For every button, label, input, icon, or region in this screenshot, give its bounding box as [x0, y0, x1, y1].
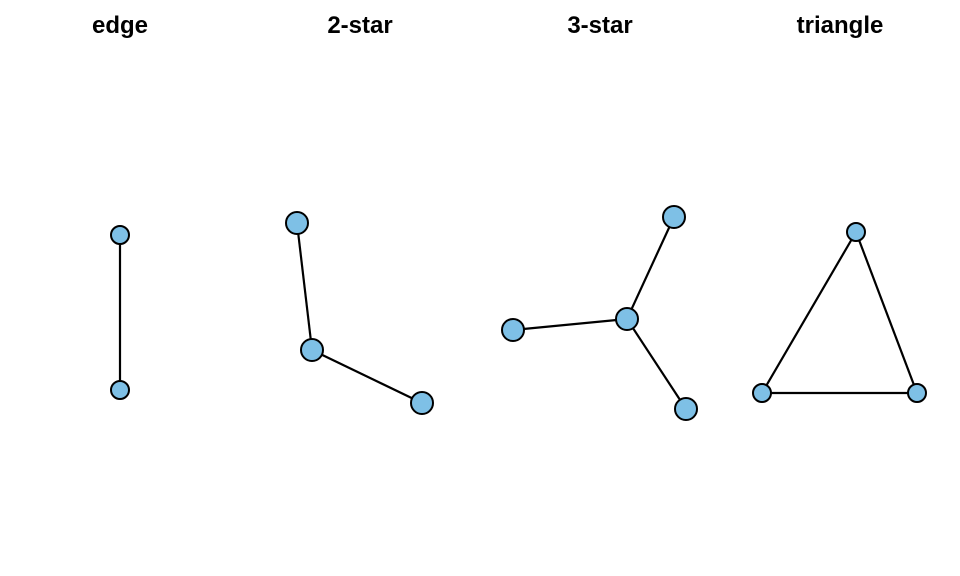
graph-triangle [752, 222, 927, 403]
panel-3-star: 3-star [480, 0, 720, 576]
graph-edge [110, 225, 130, 400]
panel-title-triangle: triangle [796, 12, 884, 39]
panel-edge: edge [0, 0, 240, 576]
panel-2-star: 2-star [240, 0, 480, 576]
edge-line [626, 318, 687, 410]
panel-title-edge: edge [91, 12, 148, 39]
graph-node [662, 205, 686, 229]
graph-2-star [285, 211, 434, 415]
graph-3-star [501, 205, 698, 421]
graph-node [907, 383, 927, 403]
graph-node [501, 318, 525, 342]
graph-node [110, 225, 130, 245]
edge-line [311, 349, 423, 404]
graph-node [615, 307, 639, 331]
edge-line [626, 216, 675, 320]
edge-line [761, 231, 857, 394]
graph-node [752, 383, 772, 403]
panel-title-2-star: 2-star [327, 12, 393, 39]
graph-node [674, 397, 698, 421]
panel-triangle: triangle [720, 0, 960, 576]
edge-line [295, 222, 314, 351]
graph-node [846, 222, 866, 242]
edge-line [854, 231, 919, 394]
graph-node [410, 391, 434, 415]
graph-node [285, 211, 309, 235]
panel-title-3-star: 3-star [567, 12, 633, 39]
edge-line [512, 317, 628, 332]
graph-node [110, 380, 130, 400]
graph-node [300, 338, 324, 362]
